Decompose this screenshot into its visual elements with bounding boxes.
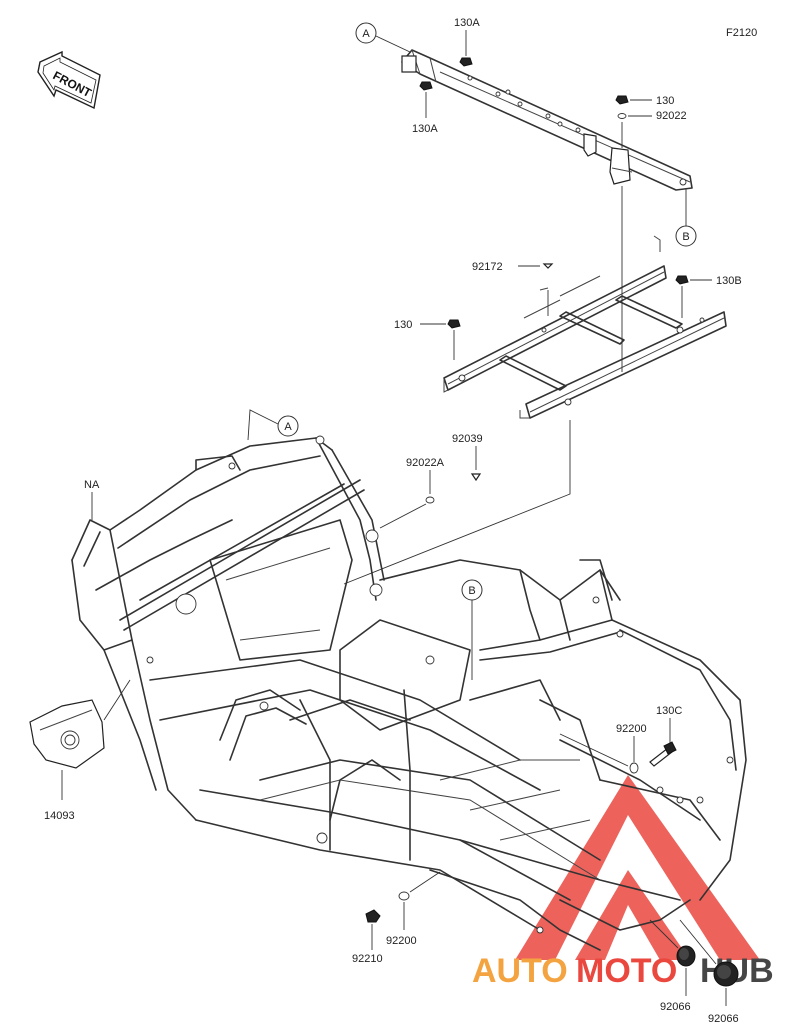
leader-to-frame xyxy=(343,420,571,585)
bolt-92039: 92039 xyxy=(452,433,483,482)
bolt-130-mid: 130 xyxy=(394,319,461,360)
skid-plate-14093: 14093 xyxy=(29,679,131,822)
label-92022a: 92022A xyxy=(406,457,445,469)
label-130-top: 130 xyxy=(656,95,674,107)
upper-cross-tube xyxy=(401,49,693,191)
watermark-moto: MOTO xyxy=(576,952,677,990)
watermark-logo: AUTO MOTO HUB xyxy=(472,775,774,990)
label-92066-right: 92066 xyxy=(708,1013,739,1025)
label-130c: 130C xyxy=(656,705,682,717)
label-130a-top: 130A xyxy=(454,17,480,29)
label-92210: 92210 xyxy=(352,953,383,965)
bolt-130b: 130B xyxy=(675,275,742,318)
bolt-130-top: 130 xyxy=(615,95,674,107)
watermark-auto: AUTO xyxy=(472,952,568,990)
ref-b-mid-label: B xyxy=(468,585,475,597)
ref-b-top: B xyxy=(675,188,697,247)
label-130a-left: 130A xyxy=(412,123,438,135)
cap-92066-right: 92066 xyxy=(679,919,739,1025)
main-frame xyxy=(71,435,747,951)
cap-92066-left: 92066 xyxy=(649,919,696,1013)
ref-a-top-label: A xyxy=(362,28,370,40)
bolt-92172: 92172 xyxy=(472,261,554,273)
label-14093: 14093 xyxy=(44,810,75,822)
ref-a-mid-label: A xyxy=(284,421,292,433)
label-92200-bottom: 92200 xyxy=(386,935,417,947)
washer-92200-right: 92200 xyxy=(559,723,647,774)
bolt-130a-top: 130A xyxy=(454,17,480,67)
front-arrow-icon: FRONT xyxy=(37,50,101,110)
mid-cross-member xyxy=(443,235,727,419)
ref-a-top: A xyxy=(355,22,411,53)
label-92200-right: 92200 xyxy=(616,723,647,735)
bolt-130a-left: 130A xyxy=(412,81,438,135)
ref-b-top-label: B xyxy=(682,231,689,243)
label-92172: 92172 xyxy=(472,261,503,273)
ref-a-mid: A xyxy=(247,409,299,441)
label-92066-left: 92066 xyxy=(660,1001,691,1013)
washer-92022: 92022 xyxy=(617,110,687,148)
nut-92210: 92210 xyxy=(352,909,383,965)
label-92039: 92039 xyxy=(452,433,483,445)
label-130b: 130B xyxy=(716,275,742,287)
figure-code: F2120 xyxy=(726,27,757,39)
washer-92022a: 92022A xyxy=(379,457,445,529)
label-130-mid: 130 xyxy=(394,319,412,331)
label-na: NA xyxy=(84,479,100,491)
washer-92200-bottom: 92200 xyxy=(386,871,441,947)
bolt-130c: 130C xyxy=(649,705,682,767)
label-na-group: NA xyxy=(84,479,100,520)
ref-b-mid: B xyxy=(461,579,483,680)
label-92022: 92022 xyxy=(656,110,687,122)
